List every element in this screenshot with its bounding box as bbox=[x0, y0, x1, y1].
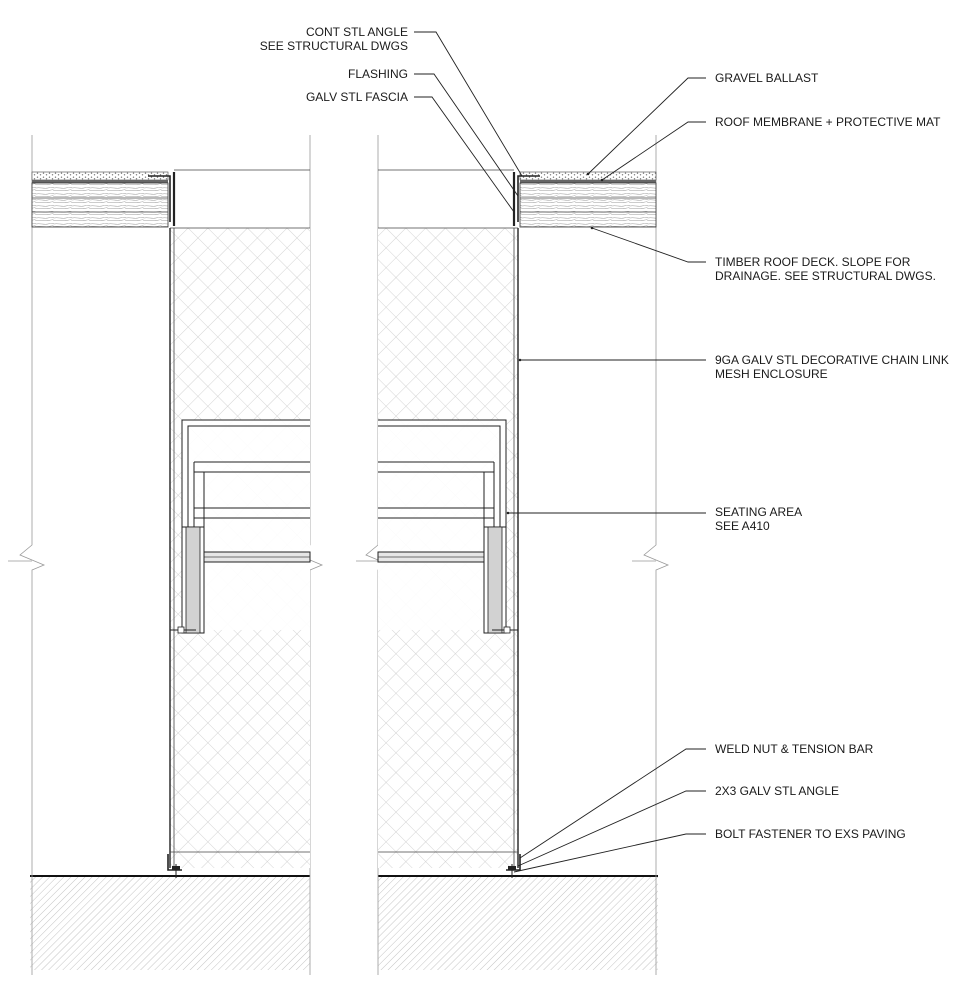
roof-assembly-right bbox=[512, 171, 657, 228]
callout-labels: CONT STL ANGLE SEE STRUCTURAL DWGS FLASH… bbox=[260, 25, 949, 841]
label-mesh: 9GA GALV STL DECORATIVE CHAIN LINK bbox=[715, 353, 949, 367]
paving-left bbox=[30, 875, 310, 970]
label-bolt: BOLT FASTENER TO EXS PAVING bbox=[715, 827, 906, 841]
base-detail-left bbox=[167, 851, 310, 878]
label-flashing: FLASHING bbox=[348, 67, 408, 81]
label-gravel: GRAVEL BALLAST bbox=[715, 71, 819, 85]
label-fascia: GALV STL FASCIA bbox=[306, 90, 408, 104]
label-deck-ref: DRAINAGE. SEE STRUCTURAL DWGS. bbox=[715, 269, 936, 283]
label-membrane: ROOF MEMBRANE + PROTECTIVE MAT bbox=[715, 115, 941, 129]
label-cont-angle: CONT STL ANGLE bbox=[306, 25, 408, 39]
label-angle: 2X3 GALV STL ANGLE bbox=[715, 784, 839, 798]
label-deck: TIMBER ROOF DECK. SLOPE FOR bbox=[715, 255, 911, 269]
label-seating: SEATING AREA bbox=[715, 505, 802, 519]
label-weld: WELD NUT & TENSION BAR bbox=[715, 742, 874, 756]
label-cont-angle-ref: SEE STRUCTURAL DWGS bbox=[260, 39, 408, 53]
roof-assembly-left bbox=[31, 171, 176, 228]
seating-frame-left bbox=[170, 419, 311, 634]
leader-lines bbox=[414, 31, 706, 873]
label-mesh-2: MESH ENCLOSURE bbox=[715, 367, 828, 381]
base-detail-right bbox=[378, 851, 521, 878]
paving-right bbox=[378, 875, 658, 970]
seating-frame-right bbox=[377, 419, 518, 634]
label-seating-ref: SEE A410 bbox=[715, 519, 770, 533]
break-lines bbox=[8, 135, 670, 975]
